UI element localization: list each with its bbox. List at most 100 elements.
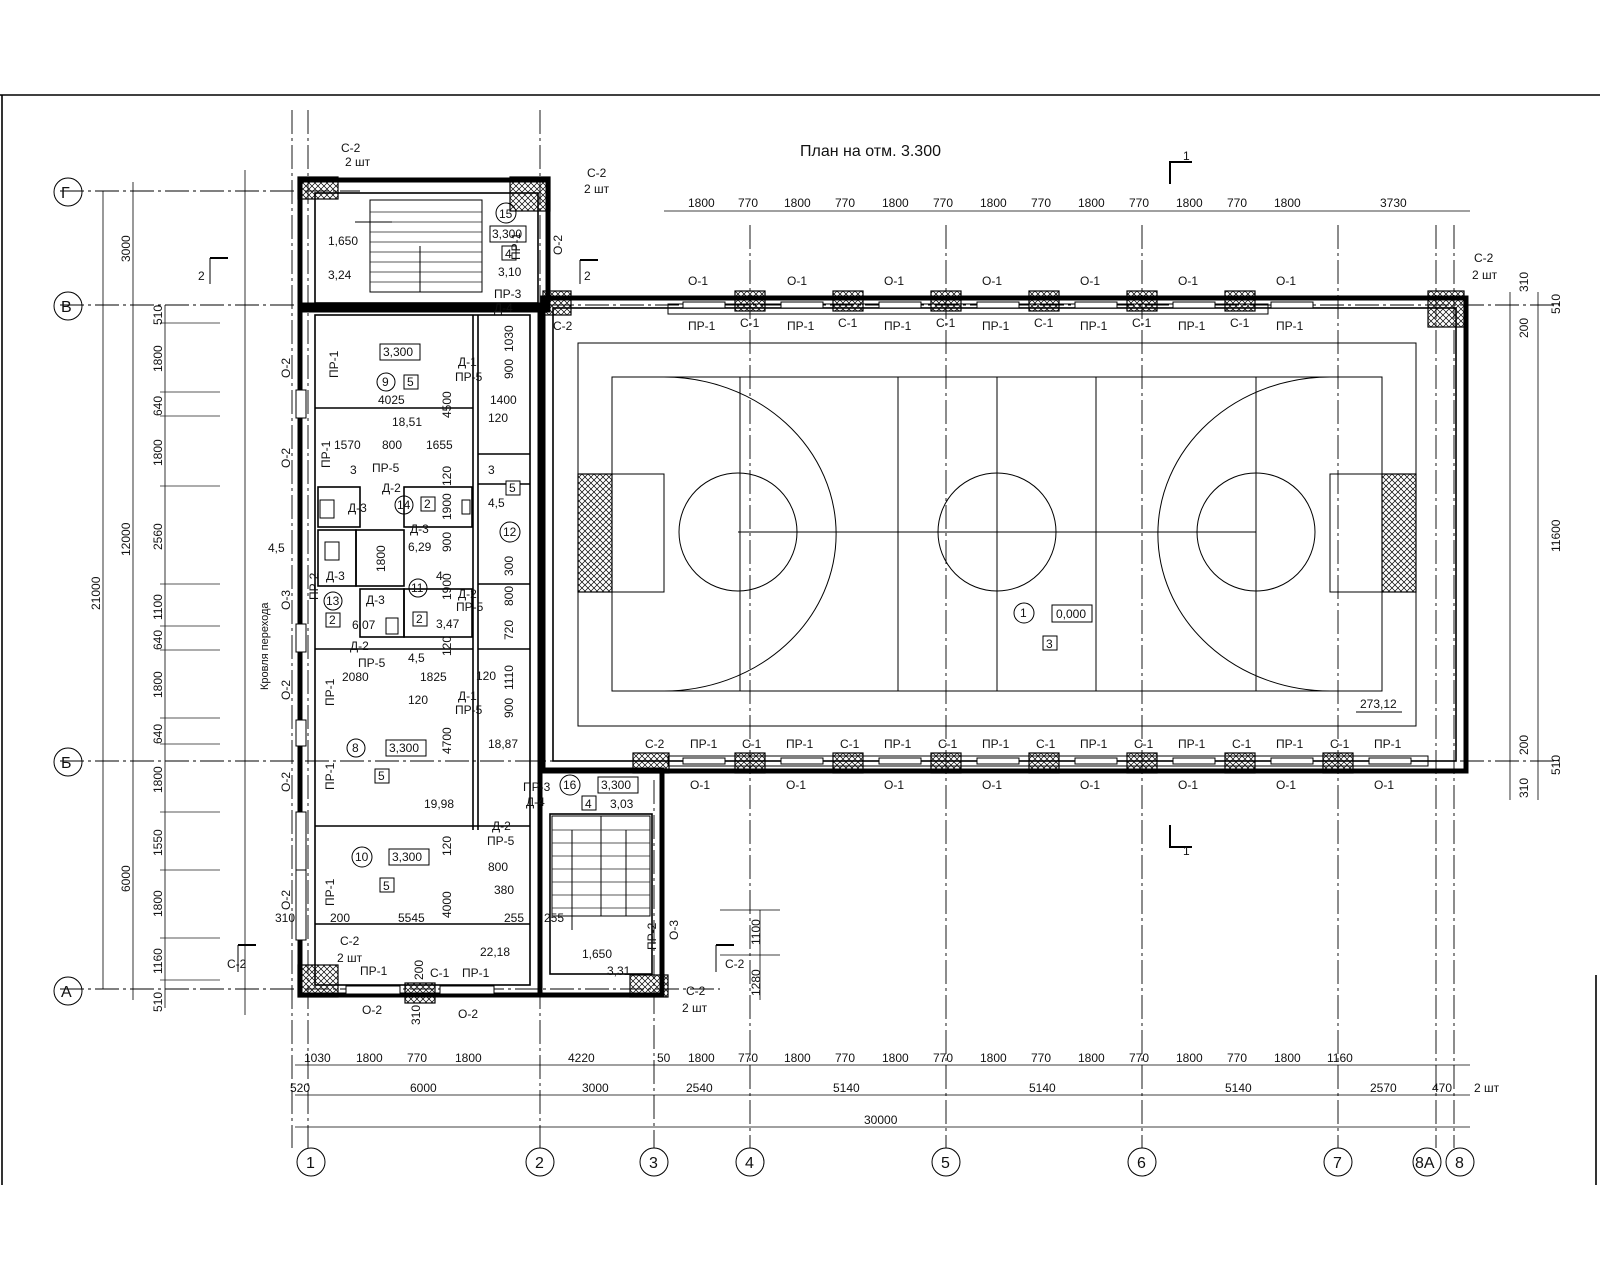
dim-bottom-2: 5140 (1225, 1081, 1252, 1095)
column-label: С-1 (742, 737, 762, 751)
lintel-label: ПР-1 (1276, 319, 1304, 333)
dim-right: 510 (1549, 755, 1563, 775)
window-label: О-1 (1080, 274, 1100, 288)
dim-bottom: 1160 (1327, 1051, 1353, 1065)
dim-bottom: 50 (657, 1051, 671, 1065)
column-label: С-1 (1036, 737, 1056, 751)
annotation: О-3 (279, 590, 293, 610)
annotation: 3,47 (436, 617, 460, 631)
annotation: О-2 (279, 772, 293, 792)
dim-top: 770 (1031, 196, 1051, 210)
annotation: 800 (488, 860, 508, 874)
lintel-label: ПР-1 (1178, 319, 1206, 333)
annotation: ПР-1 (509, 232, 523, 260)
dim-left-inner: 1800 (151, 671, 165, 698)
basketball-court (577, 342, 1417, 727)
annotation: 22,18 (480, 945, 510, 959)
lintel-label: ПР-1 (1178, 737, 1206, 751)
annotation: С-2 (553, 319, 573, 333)
annotation: О-2 (279, 890, 293, 910)
dim-left-inner: 510 (151, 305, 165, 325)
annotation: 120 (440, 636, 454, 656)
room-level: 3,300 (492, 227, 522, 241)
room-number: 14 (397, 498, 411, 512)
axis-label-col-3: 3 (649, 1155, 658, 1172)
dim-left-inner: 1100 (151, 594, 165, 620)
room-level: 0,000 (1056, 607, 1086, 621)
dimension-lines (102, 170, 1539, 1128)
window-label: О-1 (688, 274, 708, 288)
annotation: ПР-5 (372, 461, 400, 475)
room-level: 3,300 (601, 778, 631, 792)
axis-bubble-col-1: 1 (296, 1147, 326, 1177)
column-label: С-1 (936, 316, 956, 330)
dim-top: 770 (933, 196, 953, 210)
annotation: ПР-1 (319, 440, 333, 468)
annotation: 19,98 (424, 797, 454, 811)
annotation: Д-2 (350, 639, 369, 653)
annotation: О-2 (279, 448, 293, 468)
lintel-label: ПР-1 (1080, 737, 1108, 751)
window-label: О-1 (884, 778, 904, 792)
annotation: Д-3 (366, 593, 385, 607)
room-number: 8 (352, 741, 359, 755)
window-label: О-1 (1276, 778, 1296, 792)
window-label: О-1 (1276, 274, 1296, 288)
column-label: С-1 (838, 316, 858, 330)
dim-top: 1800 (1078, 196, 1105, 210)
annotation: Д-2 (382, 481, 401, 495)
room-tag-gym: 1 0,000 3 273,12 (1013, 602, 1402, 713)
room-number: 15 (499, 207, 513, 221)
lintel-label: ПР-1 (688, 319, 716, 333)
annotation: 900 (502, 698, 516, 718)
dim-bottom: 4220 (568, 1051, 595, 1065)
annotation: 2 шт (1474, 1081, 1500, 1095)
room-number: 12 (503, 525, 517, 539)
annotation: 1655 (426, 438, 453, 452)
section-label: 1 (1183, 844, 1190, 858)
dim-left-mid: 12000 (119, 522, 133, 556)
room-tag-13: 13 2 (323, 591, 343, 628)
annotation: 2 (198, 269, 205, 283)
annotation: Д-4 (526, 795, 545, 809)
dim-bottom-2: 2570 (1370, 1081, 1397, 1095)
dim-right: 510 (1549, 294, 1563, 314)
gym-labels-top: О-1 О-1 О-1 О-1 О-1 О-1 О-1 ПР-1 С-1 ПР-… (688, 274, 1304, 333)
dim-bottom: 770 (407, 1051, 427, 1065)
dim-bottom: 770 (835, 1051, 855, 1065)
annotation: 310 (409, 1005, 423, 1025)
lintel-label: ПР-1 (884, 319, 912, 333)
column-label: С-1 (1134, 737, 1154, 751)
axis-bubble-row-b: Б (53, 747, 83, 777)
axis-bubble-col-2: 2 (525, 1147, 555, 1177)
room-type: 2 (329, 613, 336, 627)
axis-bubble-col-5: 5 (931, 1147, 961, 1177)
room-tag-16: 16 3,300 4 (559, 774, 639, 811)
dim-left-inner: 510 (151, 992, 165, 1012)
lintel-label: ПР-1 (982, 319, 1010, 333)
annotation: 1900 (440, 493, 454, 520)
lintel-label: ПР-1 (690, 737, 718, 751)
annotation: 2 шт (345, 155, 371, 169)
dim-bottom: 770 (1227, 1051, 1247, 1065)
room-tag-15: 15 3,300 4 (489, 202, 527, 261)
dim-bottom: 1800 (980, 1051, 1007, 1065)
annotation: ПР-5 (456, 600, 484, 614)
annotation: ПР-3 (494, 287, 522, 301)
annotation: 1280 (749, 969, 763, 996)
gym-columns-bottom (632, 752, 1412, 774)
axis-label-row-b: Б (61, 755, 72, 772)
annotation: ПР-1 (462, 966, 490, 980)
drawing-title: План на отм. 3.300 (800, 143, 941, 160)
annotation: 4025 (378, 393, 405, 407)
room-number: 1 (1020, 606, 1027, 620)
lintel-label: ПР-1 (1080, 319, 1108, 333)
annotation: 1400 (490, 393, 517, 407)
axis-bubble-col-7: 7 (1323, 1147, 1353, 1177)
room-type: 5 (378, 769, 385, 783)
axis-label-col-4: 4 (745, 1155, 754, 1172)
annotation: 720 (502, 620, 516, 640)
annotation: С-2 (227, 957, 247, 971)
dim-left-inner: 640 (151, 630, 165, 650)
annotation: 4000 (440, 891, 454, 918)
